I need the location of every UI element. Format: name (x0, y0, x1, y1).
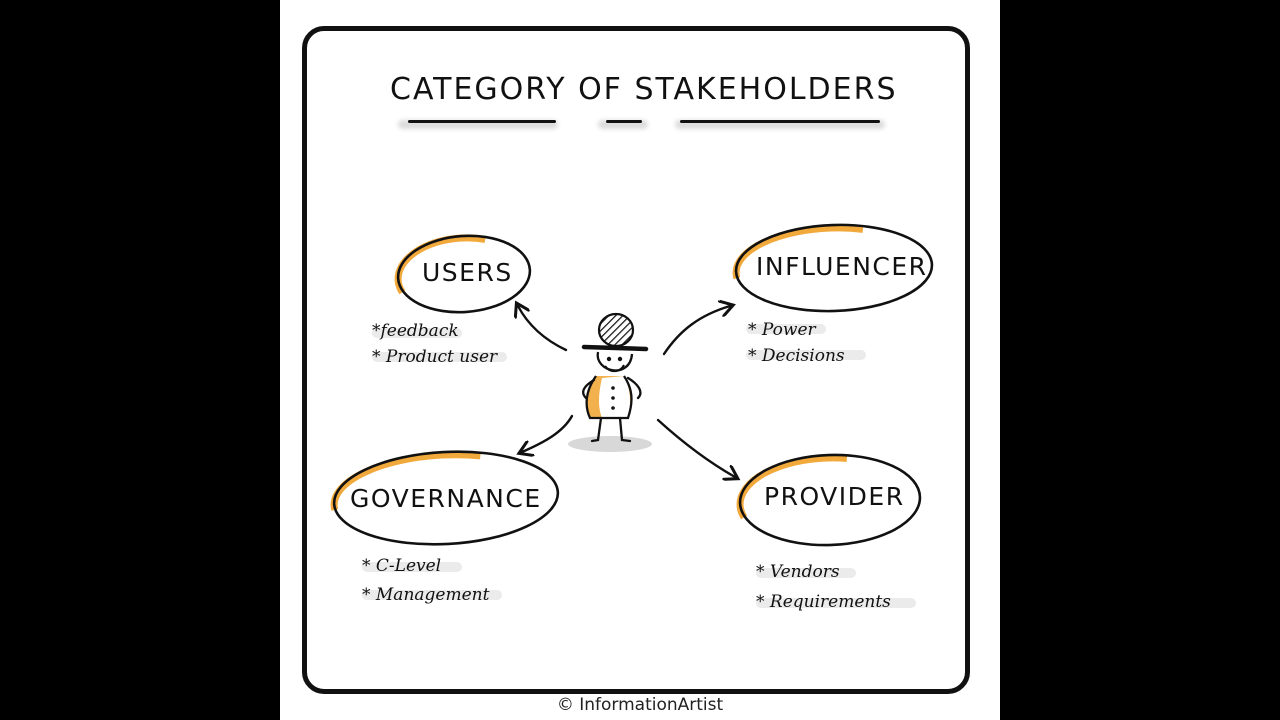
arrow-to-influencer (662, 306, 730, 356)
diagram-drawing (330, 223, 934, 608)
title-underline (606, 120, 642, 123)
diagram-frame (302, 26, 970, 694)
provider-label: PROVIDER (764, 482, 905, 511)
arrow-to-provider (656, 418, 735, 477)
copyright-credit: © InformationArtist (556, 695, 724, 715)
influencer-node-shape (732, 223, 934, 316)
users-label: USERS (422, 258, 513, 287)
influencer-bullet: * Power (748, 320, 816, 340)
diagram-title: CATEGORY OF STAKEHOLDERS (390, 72, 898, 107)
influencer-bullet: * Decisions (748, 346, 845, 366)
provider-bullet: * Vendors (756, 562, 840, 582)
users-bullet: * Product user (372, 347, 498, 367)
governance-label: GOVERNANCE (350, 484, 542, 513)
governance-bullet: * C-Level (362, 556, 442, 576)
arrow-to-governance (522, 414, 574, 452)
title-underline-shadow (398, 120, 558, 129)
title-underline-shadow (675, 120, 885, 129)
provider-bullet: * Requirements (756, 592, 891, 612)
canvas: CATEGORY OF STAKEHOLDERS (280, 0, 1000, 720)
governance-node-shape (330, 450, 560, 549)
title-underline (408, 120, 556, 123)
arrow-to-users (518, 306, 568, 352)
users-bullet: *feedback (372, 321, 459, 341)
influencer-label: INFLUENCER (756, 252, 928, 281)
governance-bullet: * Management (362, 585, 490, 605)
title-underline (680, 120, 880, 123)
title-underline-shadow (598, 120, 648, 129)
provider-node-shape (736, 453, 922, 550)
stakeholder-person-icon (568, 312, 652, 452)
users-node-shape (394, 234, 532, 318)
